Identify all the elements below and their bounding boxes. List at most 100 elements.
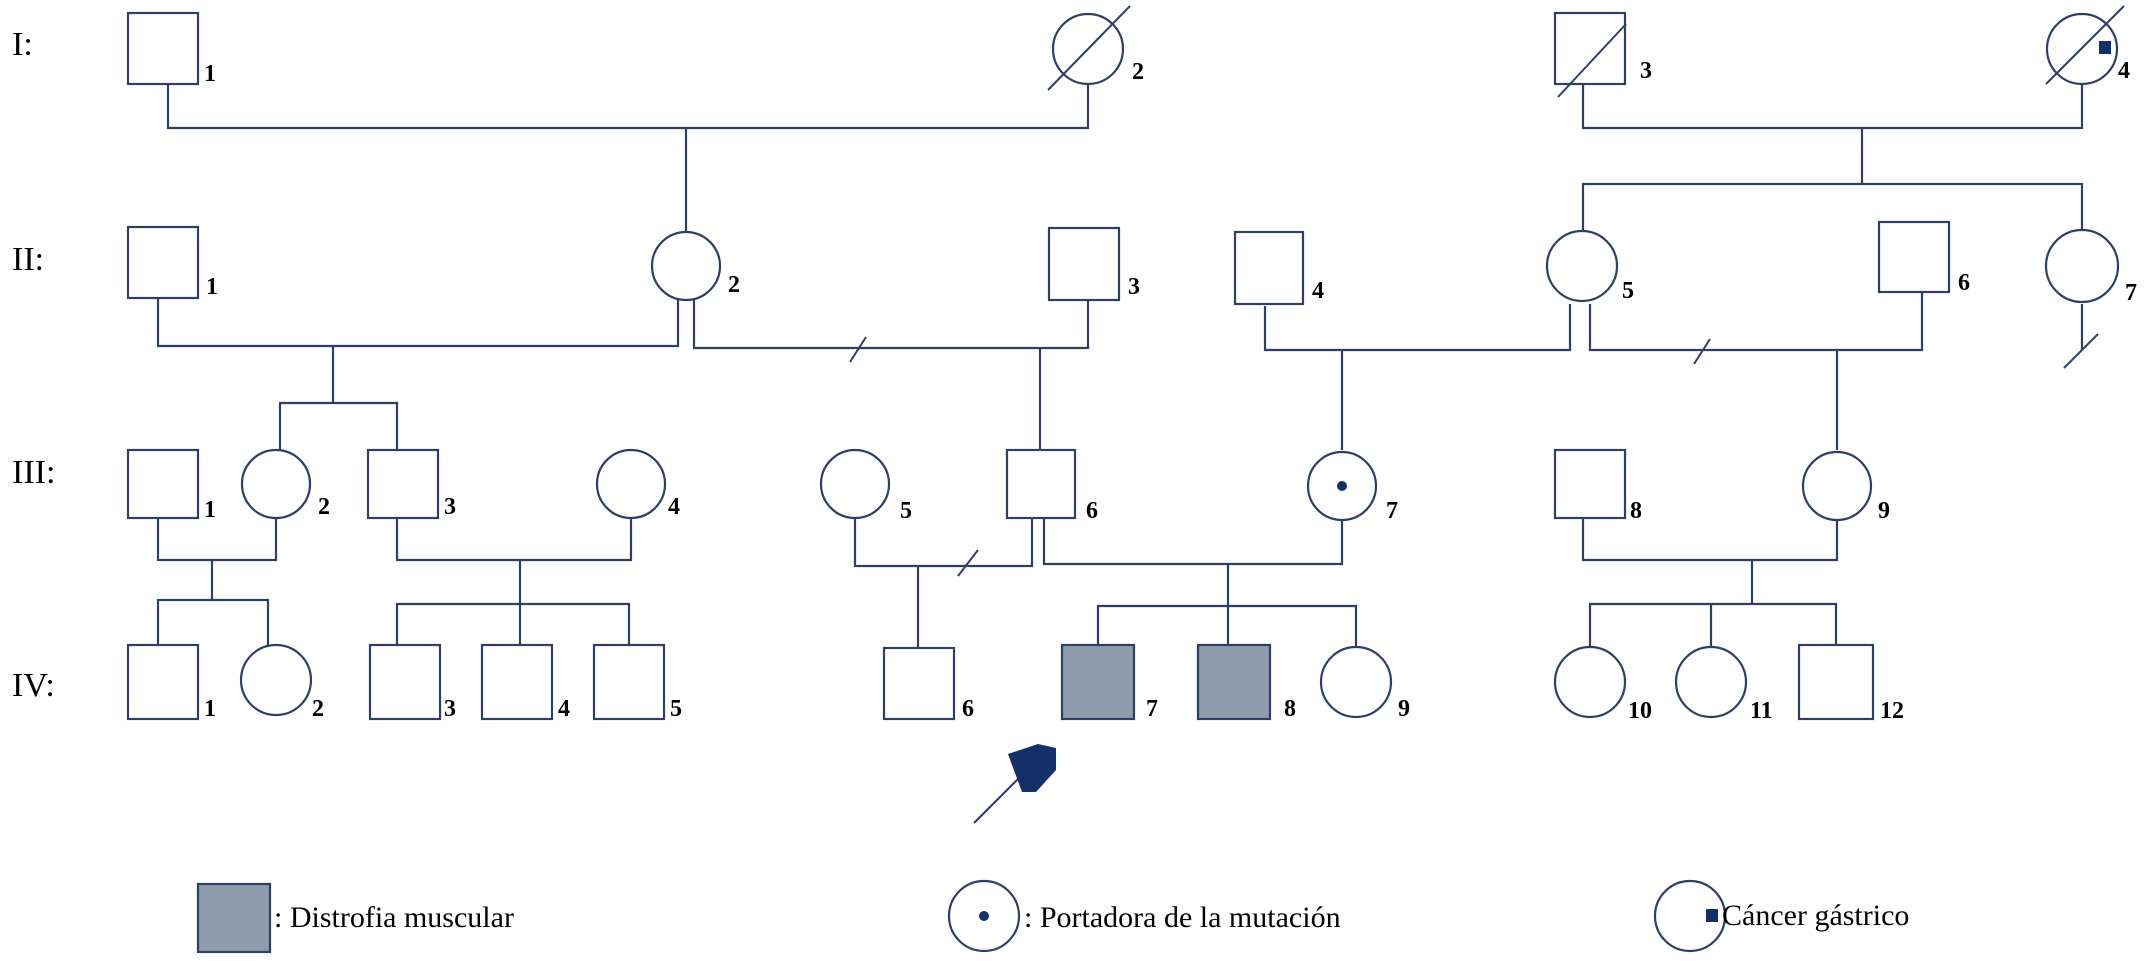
- affected-swatch: [196, 882, 272, 954]
- individual-IV-11: 11: [1674, 645, 1773, 724]
- individual-III-8: 8: [1553, 448, 1642, 524]
- individual-I-4: 4: [2045, 5, 2130, 86]
- female-symbol: [819, 448, 891, 520]
- id-label: 10: [1628, 698, 1652, 724]
- legend-cancer: Cáncer gástrico: [1653, 879, 1909, 953]
- carrier-dot: [1337, 481, 1347, 491]
- id-label: 11: [1750, 698, 1773, 724]
- id-label: 1: [204, 61, 216, 87]
- id-label: 5: [670, 696, 682, 722]
- male-symbol: [592, 643, 666, 721]
- id-label: 3: [1128, 274, 1140, 300]
- generation-label-IV: IV:: [12, 667, 55, 704]
- individual-II-2: 2: [650, 230, 740, 302]
- individual-IV-3: 3: [368, 643, 456, 722]
- individual-II-4: 4: [1233, 230, 1324, 306]
- individual-III-9: 9: [1801, 450, 1890, 524]
- individual-II-6: 6: [1877, 220, 1970, 296]
- female-symbol: [1674, 645, 1748, 719]
- male-symbol: [126, 643, 200, 721]
- id-label: 2: [312, 696, 324, 722]
- individual-IV-4: 4: [480, 643, 570, 722]
- individual-III-2: 2: [240, 448, 330, 520]
- proband-arrow-icon: [973, 744, 1056, 824]
- individual-III-4: 4: [595, 448, 680, 520]
- individual-IV-2: 2: [239, 643, 324, 722]
- id-label: 5: [900, 498, 912, 524]
- id-label: 4: [668, 494, 680, 520]
- male-symbol: [126, 225, 200, 300]
- carrier-dot: [979, 911, 989, 921]
- id-label: 1: [204, 497, 216, 523]
- female-symbol: [2044, 228, 2120, 304]
- id-label: 2: [728, 272, 740, 298]
- deceased-mark: [2045, 5, 2125, 85]
- individual-I-1: 1: [126, 11, 216, 87]
- female-symbol: [1319, 645, 1393, 719]
- deceased-mark: [1047, 5, 1131, 91]
- legend-affected-label: : Distrofia muscular: [274, 901, 514, 934]
- male-symbol: [1553, 448, 1627, 520]
- female-symbol: [239, 643, 313, 717]
- male-symbol: [1047, 226, 1121, 302]
- individual-IV-12: 12: [1797, 643, 1904, 724]
- individual-III-7: 7: [1306, 450, 1398, 524]
- deceased-mark: [1557, 23, 1627, 98]
- id-label: 4: [1312, 278, 1324, 304]
- id-label: 8: [1630, 498, 1642, 524]
- male-symbol: [126, 448, 200, 520]
- male-symbol: [882, 646, 956, 721]
- generation-label-III: III:: [12, 454, 55, 491]
- legend-affected: : Distrofia muscular: [196, 882, 514, 954]
- individual-I-2: 2: [1047, 5, 1144, 91]
- individual-IV-10: 10: [1553, 645, 1652, 724]
- male-symbol: [1005, 448, 1077, 520]
- individual-IV-8: 8: [1196, 643, 1296, 722]
- legend-carrier: : Portadora de la mutación: [947, 879, 1341, 953]
- individual-II-5: 5: [1545, 229, 1634, 304]
- id-label: 5: [1622, 278, 1634, 304]
- individual-II-1: 1: [126, 225, 218, 300]
- male-symbol: [1877, 220, 1951, 294]
- male-symbol: [366, 448, 440, 520]
- male-symbol: [1233, 230, 1305, 306]
- individual-III-6: 6: [1005, 448, 1098, 524]
- male-symbol: [1553, 11, 1627, 86]
- female-symbol: [1553, 645, 1627, 719]
- individual-IV-6: 6: [882, 646, 974, 722]
- cancer-swatch: [1653, 879, 1727, 953]
- id-label: 2: [318, 494, 330, 520]
- individual-IV-5: 5: [592, 643, 682, 722]
- id-label: 1: [206, 274, 218, 300]
- id-label: 7: [2125, 280, 2137, 306]
- id-label: 12: [1880, 698, 1904, 724]
- id-label: 3: [444, 494, 456, 520]
- female-symbol: [1801, 450, 1873, 522]
- id-label: 3: [1640, 58, 1652, 84]
- legend-cancer-label: Cáncer gástrico: [1722, 899, 1909, 932]
- id-label: 2: [1132, 59, 1144, 85]
- individual-II-7: 7: [2044, 228, 2137, 306]
- individual-III-5: 5: [819, 448, 912, 524]
- male-symbol: [126, 11, 200, 86]
- id-label: 9: [1878, 498, 1890, 524]
- cancer-marker: [2099, 41, 2111, 54]
- id-label: 4: [558, 696, 570, 722]
- individual-III-1: 1: [126, 448, 216, 523]
- female-symbol: [1545, 229, 1619, 303]
- id-label: 6: [1958, 270, 1970, 296]
- female-symbol: [240, 448, 312, 520]
- legend-carrier-label: : Portadora de la mutación: [1024, 901, 1341, 934]
- individual-IV-1: 1: [126, 643, 216, 722]
- male-symbol: [1797, 643, 1875, 721]
- individual-IV-9: 9: [1319, 645, 1410, 722]
- male-affected-symbol: [1060, 643, 1136, 721]
- individual-IV-7: 7: [1060, 643, 1158, 722]
- id-label: 8: [1284, 696, 1296, 722]
- id-label: 4: [2118, 58, 2130, 84]
- id-label: 7: [1386, 498, 1398, 524]
- id-label: 6: [1086, 498, 1098, 524]
- id-label: 7: [1146, 696, 1158, 722]
- individual-I-3: 3: [1553, 11, 1652, 98]
- id-label: 3: [444, 696, 456, 722]
